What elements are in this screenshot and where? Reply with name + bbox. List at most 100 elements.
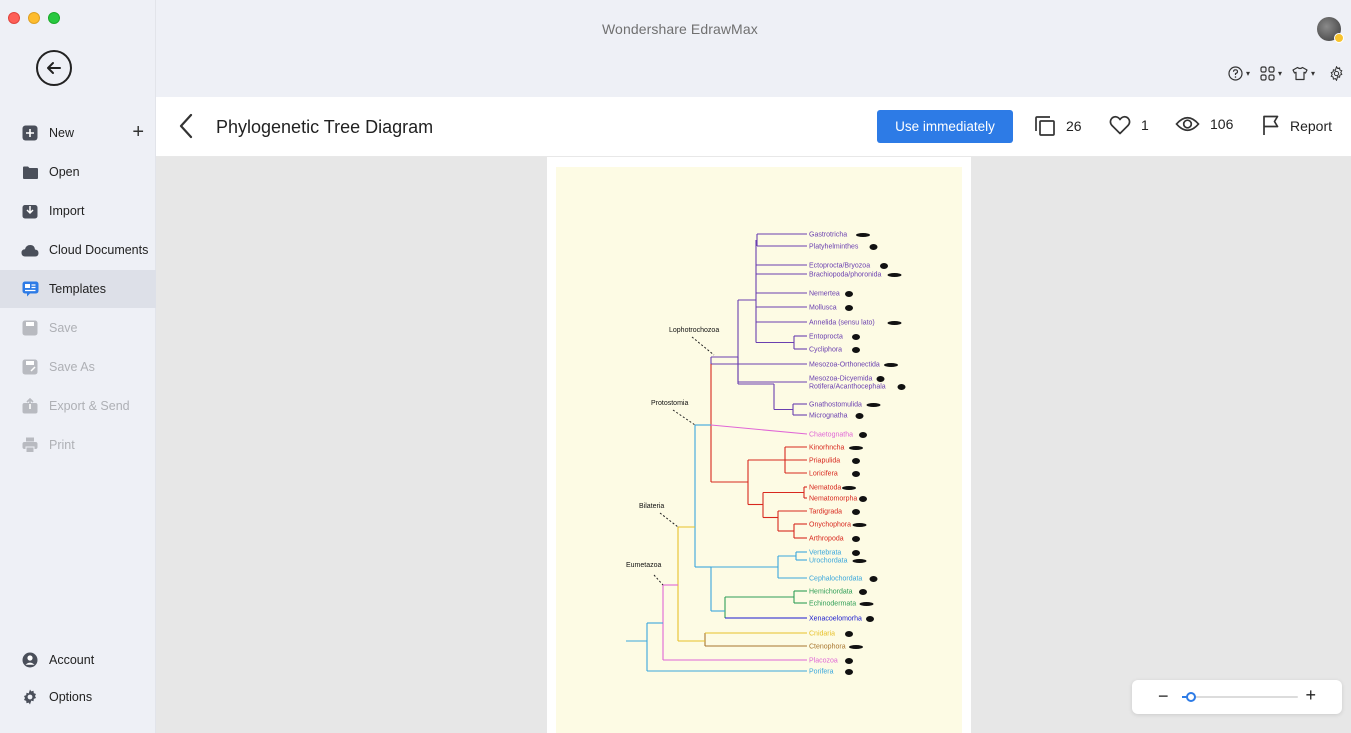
taxon-label: Annelida (sensu lato) <box>809 320 875 327</box>
taxon-label: Chaetognatha <box>809 432 853 439</box>
organism-silhouette-icon <box>869 576 878 582</box>
gear-icon <box>21 688 39 706</box>
minimize-window-button[interactable] <box>28 12 40 24</box>
taxon-label: Priapulida <box>809 458 840 465</box>
chevron-left-icon <box>179 113 193 139</box>
taxon-label: Mollusca <box>809 305 837 312</box>
new-plus-icon[interactable]: + <box>132 121 144 143</box>
sidebar-item-options[interactable]: Options <box>0 678 156 716</box>
report-button[interactable]: Report <box>1262 115 1332 136</box>
settings-button[interactable] <box>1329 66 1344 81</box>
use-immediately-button[interactable]: Use immediately <box>877 110 1013 143</box>
zoom-slider[interactable] <box>1182 692 1298 702</box>
taxon-label: Cnidaria <box>809 631 835 638</box>
taxon-label: Arthropoda <box>809 536 844 543</box>
taxon-label: Ectoprocta/Bryozoa <box>809 263 870 270</box>
zoom-control: − + <box>1132 680 1342 714</box>
sidebar: New + Open Import Cloud Documents Templa… <box>0 0 156 733</box>
sidebar-item-templates[interactable]: Templates <box>0 270 156 308</box>
taxon-label: Kinorhncha <box>809 445 845 452</box>
tree-branch <box>691 336 715 356</box>
apps-grid-icon <box>1260 66 1275 81</box>
organism-silhouette-icon <box>884 363 898 367</box>
tree-branch <box>659 512 679 528</box>
organism-silhouette-icon <box>852 347 860 353</box>
maximize-window-button[interactable] <box>48 12 60 24</box>
clade-label: Protostomia <box>651 400 688 407</box>
import-icon <box>21 202 39 220</box>
organism-silhouette-icon <box>849 645 863 649</box>
export-icon <box>21 397 39 415</box>
sidebar-item-save-as[interactable]: Save As <box>0 348 156 386</box>
organism-silhouette-icon <box>852 559 867 563</box>
tree-branch <box>672 409 696 426</box>
sidebar-item-export-send[interactable]: Export & Send <box>0 387 156 425</box>
help-icon <box>1228 66 1243 81</box>
like-count[interactable]: 1 <box>1109 115 1149 135</box>
organism-silhouette-icon <box>845 291 853 297</box>
sidebar-item-save[interactable]: Save <box>0 309 156 347</box>
back-arrow-button[interactable] <box>36 50 72 86</box>
toolbar-icons: ▾ ▾ ▾ <box>1218 66 1344 81</box>
taxon-label: Rotifera/Acanthocephala <box>809 384 886 391</box>
taxon-label: Echinodermata <box>809 601 856 608</box>
sidebar-item-open[interactable]: Open <box>0 153 156 191</box>
back-button[interactable] <box>178 113 194 144</box>
organism-silhouette-icon <box>852 334 860 340</box>
taxon-label: Brachiopoda/phoronida <box>809 272 881 279</box>
sidebar-item-account[interactable]: Account <box>0 641 156 679</box>
organism-silhouette-icon <box>855 413 864 419</box>
taxon-label: Hemichordata <box>809 589 853 596</box>
duplicate-count[interactable]: 26 <box>1034 115 1082 137</box>
taxon-label: Tardigrada <box>809 509 842 516</box>
duplicate-count-value: 26 <box>1066 118 1082 134</box>
zoom-out-button[interactable]: − <box>1158 686 1169 706</box>
sidebar-item-label: Print <box>49 438 75 452</box>
title-bar: Wondershare EdrawMax ▾ ▾ ▾ <box>156 0 1351 97</box>
sidebar-item-new[interactable]: New + <box>0 114 156 152</box>
sidebar-item-label: Save As <box>49 360 95 374</box>
vip-badge-icon <box>1334 33 1344 43</box>
eye-icon <box>1175 116 1200 132</box>
theme-dropdown[interactable]: ▾ <box>1292 66 1315 81</box>
organism-silhouette-icon <box>859 496 867 502</box>
zoom-slider-knob[interactable] <box>1186 692 1196 702</box>
plus-square-icon <box>21 124 39 142</box>
close-window-button[interactable] <box>8 12 20 24</box>
template-header: Phylogenetic Tree Diagram Use immediatel… <box>156 97 1351 157</box>
save-icon <box>21 319 39 337</box>
organism-silhouette-icon <box>852 536 860 542</box>
clade-label: Lophotrochozoa <box>669 327 719 334</box>
taxon-label: Cycliphora <box>809 347 842 354</box>
chevron-down-icon: ▾ <box>1246 69 1251 78</box>
taxon-label: Loricifera <box>809 471 838 478</box>
clade-label: Eumetazoa <box>626 562 662 569</box>
folder-icon <box>21 163 39 181</box>
apps-dropdown[interactable]: ▾ <box>1260 66 1282 81</box>
sidebar-item-print[interactable]: Print <box>0 426 156 464</box>
copy-icon <box>1035 116 1055 136</box>
taxon-label: Mesozoa-Dicyemida <box>809 376 873 383</box>
sidebar-item-label: Account <box>49 653 95 667</box>
taxon-label: Placozoa <box>809 658 838 665</box>
taxon-label: Porifera <box>809 669 834 676</box>
sidebar-item-label: Open <box>49 165 80 179</box>
organism-silhouette-icon <box>845 669 853 675</box>
tree-branch <box>710 424 808 435</box>
taxon-label: Gnathostomulida <box>809 402 862 409</box>
report-label: Report <box>1290 117 1333 134</box>
taxon-label: Micrognatha <box>809 413 848 420</box>
sidebar-item-label: Export & Send <box>49 399 130 413</box>
help-dropdown[interactable]: ▾ <box>1228 66 1250 81</box>
like-count-value: 1 <box>1141 117 1149 133</box>
avatar[interactable] <box>1317 17 1344 43</box>
print-icon <box>21 436 39 454</box>
organism-silhouette-icon <box>876 376 885 382</box>
sidebar-item-import[interactable]: Import <box>0 192 156 230</box>
zoom-in-button[interactable]: + <box>1305 685 1316 705</box>
flag-icon <box>1263 115 1279 135</box>
sidebar-item-cloud-documents[interactable]: Cloud Documents <box>0 231 156 269</box>
taxon-label: Urochordata <box>809 558 848 565</box>
